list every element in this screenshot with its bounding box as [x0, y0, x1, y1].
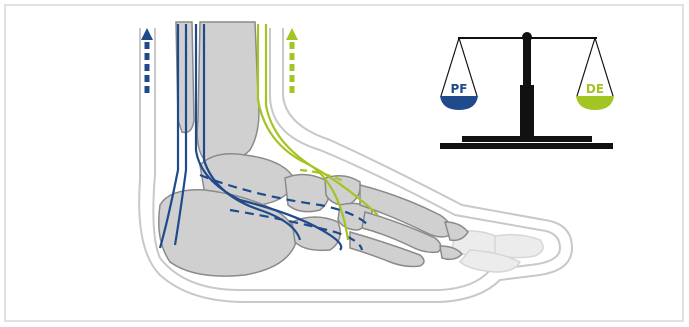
cuboid-bone	[292, 217, 340, 250]
tibia-bone	[197, 22, 259, 163]
calcaneus-bone	[159, 190, 296, 276]
balance-label-pf: PF	[451, 82, 468, 96]
plantar-flexor-pull-arrow	[141, 28, 153, 96]
balance-pan-right	[576, 96, 614, 110]
balance-label-de: DE	[586, 82, 604, 96]
dorsal-extensor-pull-arrow	[286, 28, 298, 96]
balance-base	[440, 143, 613, 149]
foot-bones	[159, 22, 468, 276]
balance-scale: PF DE	[440, 32, 614, 149]
balance-pivot	[522, 32, 532, 42]
balance-pan-left	[440, 96, 478, 110]
